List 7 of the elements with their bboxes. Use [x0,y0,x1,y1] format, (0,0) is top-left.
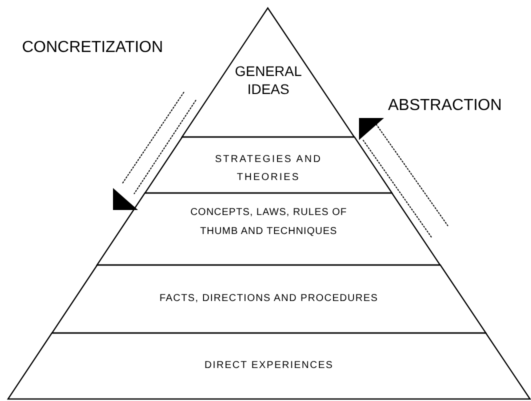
direction-label: CONCRETIZATION [22,38,164,58]
direction-label: ABSTRACTION [388,96,502,116]
layer-label: DIRECT EXPERIENCES [204,359,334,373]
layer-label: FACTS, DIRECTIONS AND PROCEDURES [158,292,380,306]
layer-label: GENERAL IDEAS [234,62,303,98]
layer-label: STRATEGIES AND THEORIES [214,153,323,185]
layer-label: CONCEPTS, LAWS, RULES OF THUMB AND TECHNIQUES [189,206,348,239]
